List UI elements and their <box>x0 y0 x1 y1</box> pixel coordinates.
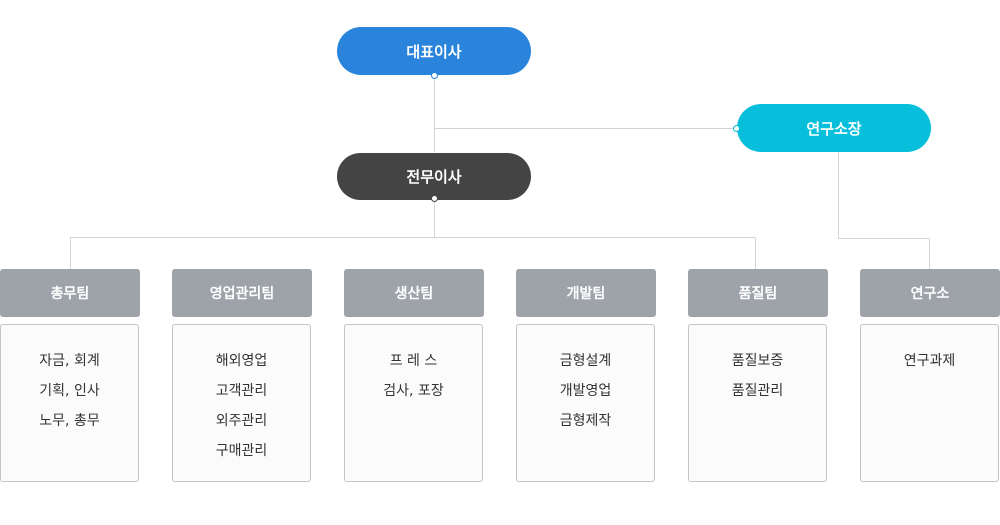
team-item: 금형설계 <box>559 353 612 369</box>
team-item: 고객관리 <box>215 383 268 399</box>
research-director-node: 연구소장 <box>737 104 931 152</box>
team-box-production: 프 레 스 검사, 포장 <box>344 324 483 482</box>
team-box-sales-management: 해외영업 고객관리 외주관리 구매관리 <box>172 324 311 482</box>
team-box-development: 금형설계 개발영업 금형제작 <box>516 324 655 482</box>
team-header-sales-management: 영업관리팀 <box>172 269 312 317</box>
team-item: 노무, 총무 <box>39 413 100 429</box>
team-item: 기획, 인사 <box>39 383 100 399</box>
managing-director-node: 전무이사 <box>337 153 531 200</box>
managing-director-label: 전무이사 <box>406 168 462 186</box>
team-name: 총무팀 <box>50 286 90 302</box>
team-name: 생산팀 <box>394 286 434 302</box>
team-box-quality: 품질보증 품질관리 <box>688 324 827 482</box>
team-header-research-lab: 연구소 <box>860 269 1000 317</box>
team-name: 품질팀 <box>738 286 778 302</box>
team-item: 개발영업 <box>559 383 612 399</box>
research-left-dot <box>733 125 740 132</box>
team-name: 영업관리팀 <box>209 286 275 302</box>
team-item: 품질관리 <box>731 383 784 399</box>
team-name: 개발팀 <box>566 286 606 302</box>
research-director-label: 연구소장 <box>806 119 862 138</box>
managing-bottom-dot <box>431 195 438 202</box>
team-item: 구매관리 <box>215 443 268 459</box>
team-header-quality: 품질팀 <box>688 269 828 317</box>
ceo-bottom-dot <box>431 72 438 79</box>
team-header-general-affairs: 총무팀 <box>0 269 140 317</box>
team-header-production: 생산팀 <box>344 269 484 317</box>
team-item: 연구과제 <box>903 353 956 369</box>
ceo-node: 대표이사 <box>337 27 531 75</box>
team-item: 자금, 회계 <box>39 353 100 369</box>
team-item: 외주관리 <box>215 413 268 429</box>
team-item: 품질보증 <box>731 353 784 369</box>
team-item: 검사, 포장 <box>383 383 444 399</box>
team-item: 프 레 스 <box>389 353 438 369</box>
team-header-development: 개발팀 <box>516 269 656 317</box>
team-box-research-lab: 연구과제 <box>860 324 999 482</box>
ceo-label: 대표이사 <box>406 42 462 61</box>
team-item: 금형제작 <box>559 413 612 429</box>
team-box-general-affairs: 자금, 회계 기획, 인사 노무, 총무 <box>0 324 139 482</box>
team-name: 연구소 <box>910 286 950 302</box>
team-item: 해외영업 <box>215 353 268 369</box>
